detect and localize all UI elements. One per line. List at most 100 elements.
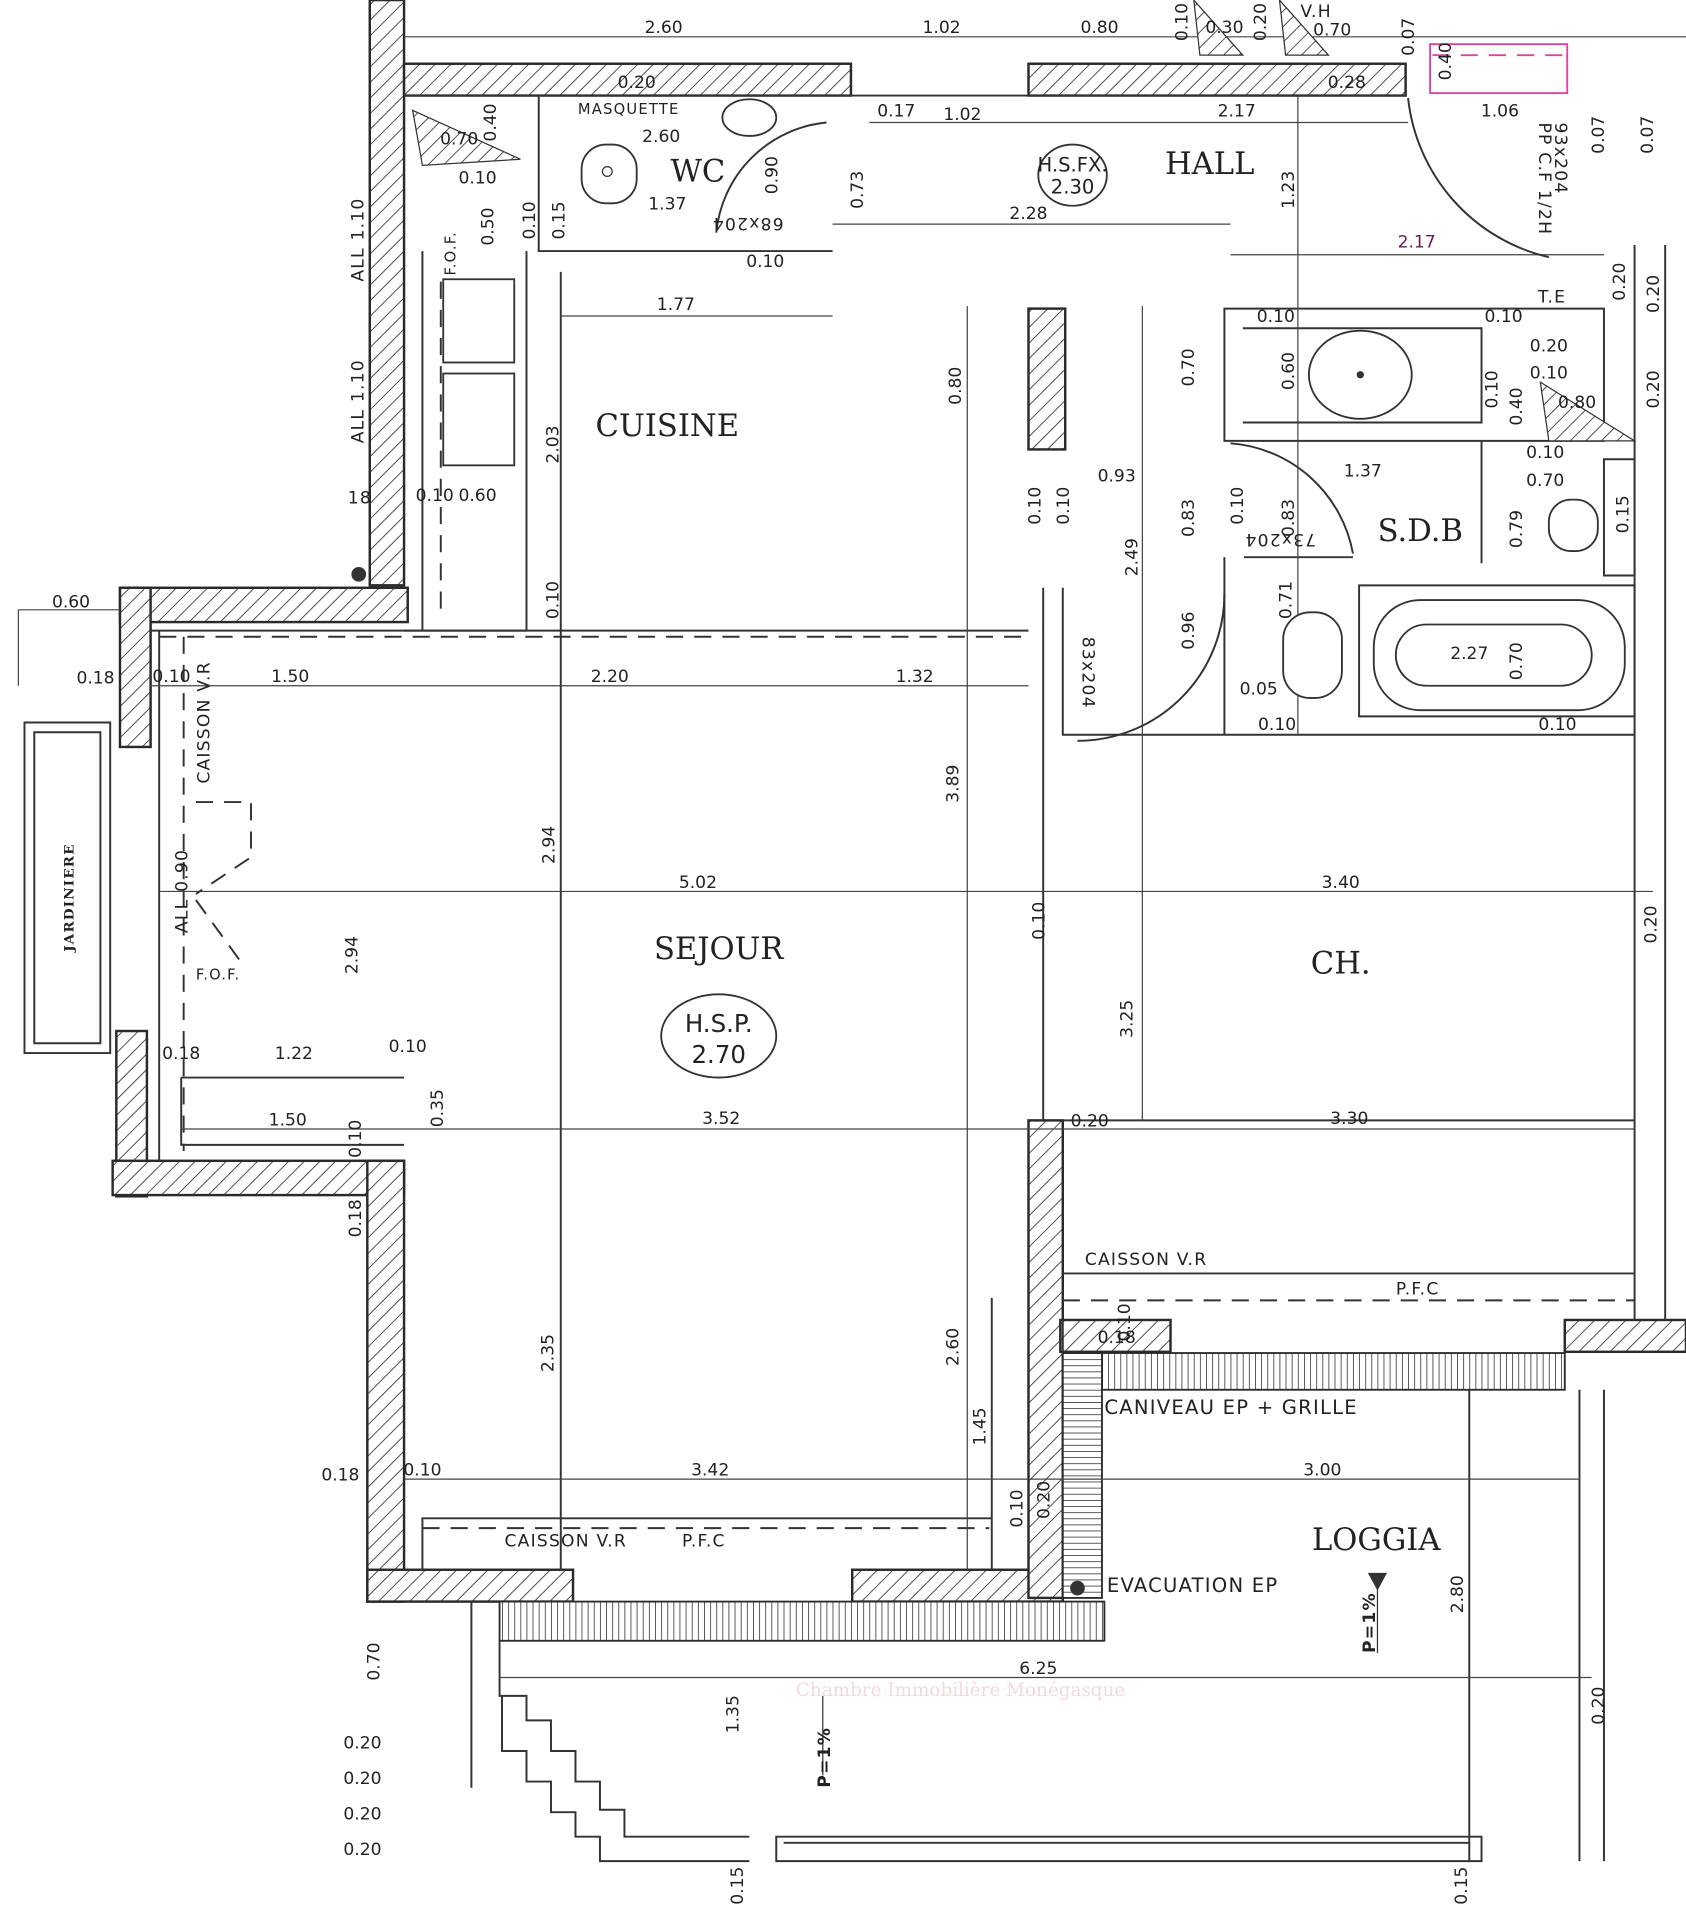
dashed-lines: [159, 54, 1635, 1530]
dimension-label: 6.25: [1019, 1659, 1057, 1679]
fixtures: [411, 0, 1637, 1776]
dimension-label: 3.40: [1322, 873, 1360, 893]
badge-label: H.S.FX.: [1037, 153, 1107, 176]
dimension-label: 0.10: [1538, 715, 1576, 735]
badge-value: 2.70: [691, 1040, 745, 1069]
dimension-label: 2.20: [591, 667, 629, 687]
dimension-label: 0.18: [1098, 1328, 1136, 1348]
wc-toilet-icon: [580, 143, 638, 205]
dimension-label: 0.10: [403, 1460, 441, 1480]
dimension-label: 0.20: [1034, 1481, 1054, 1519]
dimension-label: 0.20: [343, 1840, 381, 1860]
dimension-label: 0.15: [1613, 495, 1633, 533]
note-caisson-vr-left: CAISSON V.R: [194, 661, 214, 784]
dimension-label: 0.96: [1179, 612, 1199, 650]
dimension-label: 0.07: [1638, 116, 1658, 154]
dimension-label: 0.10: [346, 1120, 366, 1158]
drainboard-icon: [442, 278, 516, 364]
dimension-label: 3.30: [1330, 1109, 1368, 1129]
badge-label: H.S.P.: [685, 1009, 753, 1038]
dimension-label: 0.20: [1644, 275, 1664, 313]
note-pfc-sejour: P.F.C: [682, 1531, 726, 1551]
dimension-label: 5.02: [679, 873, 717, 893]
dimension-label: 0.15: [549, 201, 569, 239]
room-label-cuisine: CUISINE: [596, 409, 740, 444]
dimension-label: 0.10: [389, 1037, 427, 1057]
dimension-label: 2.35: [538, 1334, 558, 1372]
entry-marker-box: [1429, 43, 1569, 95]
dimension-label: 0.60: [458, 486, 496, 506]
dimension-label: 1.50: [271, 667, 309, 687]
sink-icon: [442, 372, 516, 467]
dimension-label: 0.35: [428, 1089, 448, 1127]
dimension-label: 0.10: [1173, 3, 1193, 41]
ceiling-height-hall: H.S.FX. 2.30: [1037, 143, 1108, 207]
dimension-label: 0.79: [1507, 510, 1527, 548]
note-pfc-ch: P.F.C: [1396, 1279, 1440, 1299]
dimension-label: 0.28: [1328, 73, 1366, 93]
note-masquette: MASQUETTE: [578, 101, 680, 118]
dimension-label: 0.10: [543, 581, 563, 619]
dimension-label: 0.10: [1526, 443, 1564, 463]
dimension-label: 0.10: [1228, 487, 1248, 525]
dimension-label: 3.89: [944, 765, 964, 803]
dimension-label: 0.20: [1610, 263, 1630, 301]
note-caniveau: CANIVEAU EP + GRILLE: [1104, 1396, 1357, 1419]
dimension-label: 0.40: [1436, 42, 1456, 80]
dimension-label: 0.10: [416, 486, 454, 506]
dimension-label: 0.20: [1644, 370, 1664, 408]
note-door-entry-type: PP C.F 1/2H: [1534, 123, 1554, 236]
dimension-label: 0.18: [346, 1199, 366, 1237]
dimension-label: 0.70: [1313, 21, 1351, 41]
note-caisson-vr-sejour: CAISSON V.R: [504, 1531, 627, 1551]
dimension-label: 1.32: [896, 667, 934, 687]
dimension-label: 3.52: [702, 1109, 740, 1129]
room-label-hall: HALL: [1165, 147, 1254, 182]
dimension-label: 0.80: [1080, 18, 1118, 38]
note-fof-kitchen: F.O.F.: [442, 231, 459, 275]
dimension-label: 0.83: [1279, 499, 1299, 537]
doors: [195, 97, 1550, 968]
dimension-label: 0.10: [1258, 715, 1296, 735]
interior-lines: [23, 94, 1667, 1863]
dimension-label: 0.93: [1098, 466, 1136, 486]
dimension-label: 0.80: [1558, 393, 1596, 413]
dimension-label: 2.17: [1218, 101, 1256, 121]
dimension-label: 0.20: [1071, 1112, 1109, 1132]
door-sdb: [1230, 442, 1354, 554]
note-caisson-vr-ch: CAISSON V.R: [1085, 1250, 1208, 1270]
dimension-label: 0.18: [162, 1044, 200, 1064]
bidet-icon: [1282, 611, 1343, 699]
dimension-label: 0.07: [1399, 18, 1419, 56]
window-door-sejour: [195, 801, 252, 968]
room-label-wc: WC: [670, 154, 725, 189]
dimension-label: 1.02: [922, 18, 960, 38]
dimension-label: 2.27: [1450, 644, 1488, 664]
dimension-label: 0.10: [1054, 487, 1074, 525]
dimension-label: 2.80: [1448, 1575, 1468, 1613]
dimension-label: 0.70: [1507, 642, 1527, 680]
room-label-sdb: S.D.B: [1378, 514, 1463, 549]
dimension-label: 0.40: [1507, 388, 1527, 426]
note-all-110-b: ALL 1.10: [349, 359, 369, 443]
note-door-entry: 93x204: [1550, 123, 1570, 195]
dimension-label: 0.18: [321, 1465, 359, 1485]
dimension-label: 0.07: [1589, 116, 1609, 154]
dimension-label: 0.70: [1179, 348, 1199, 386]
note-door-wc: 68x204: [712, 213, 784, 233]
note-all-090: ALL 0.90: [172, 849, 192, 933]
dimension-label: 0.10: [1026, 487, 1046, 525]
duct-icon: [411, 109, 521, 167]
dimension-label: 1.37: [648, 194, 686, 214]
dimension-label: 0.17: [877, 101, 915, 121]
note-te: T.E: [1537, 287, 1566, 307]
note-vh: V.H: [1300, 2, 1331, 22]
note-door-ch: 83x204: [1077, 637, 1097, 709]
dimension-label: 1.02: [943, 105, 981, 125]
dimension-label: 0.70: [440, 130, 478, 150]
dimension-label: 0.20: [343, 1769, 381, 1789]
dimension-label: 0.80: [946, 367, 966, 405]
walls: [111, 0, 1686, 1603]
dimension-label: 0.20: [1251, 3, 1271, 41]
